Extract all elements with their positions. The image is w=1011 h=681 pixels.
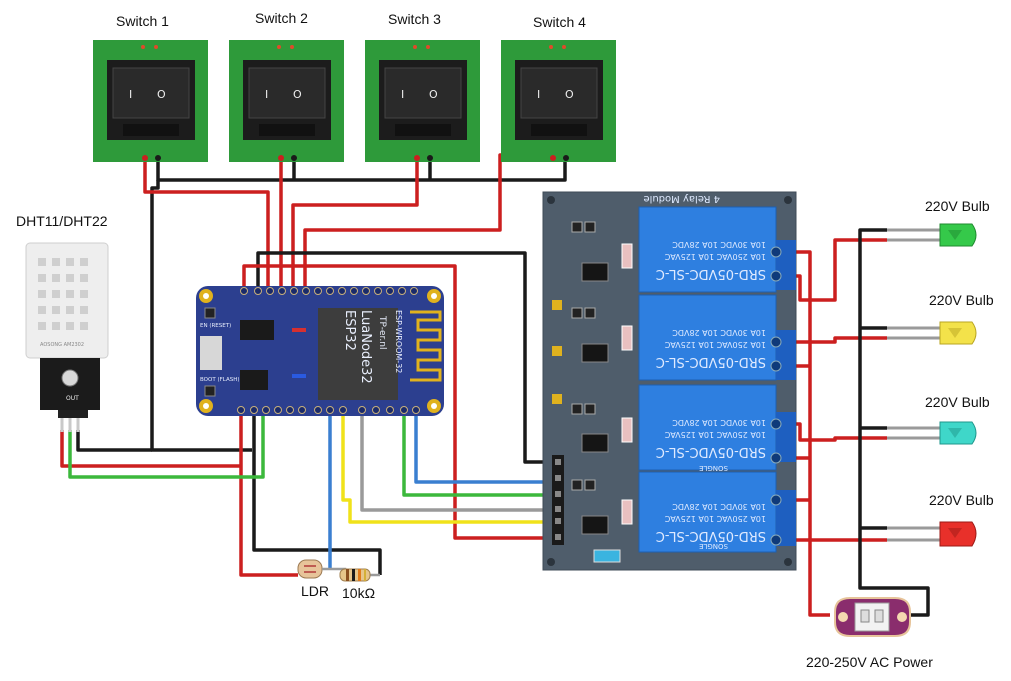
relay-1-rating-2: 10A 30VDC 10A 28VDC bbox=[672, 240, 766, 249]
wire-gnd-black bbox=[252, 410, 382, 575]
bulb-3-label: 220V Bulb bbox=[925, 394, 990, 410]
relay-module-title: 4 Relay Module bbox=[643, 193, 720, 204]
relay-3-brand: SONGLE bbox=[699, 464, 728, 472]
wire-switch1-red bbox=[143, 158, 270, 290]
wire-switch3-red bbox=[291, 158, 419, 290]
wire-switch-black-down bbox=[150, 180, 252, 452]
dht-sensor: AOSONG AM2302 OUT bbox=[25, 242, 109, 432]
switch-2[interactable]: I O bbox=[229, 40, 344, 162]
bulb-2 bbox=[939, 321, 977, 345]
ldr-label: LDR bbox=[301, 583, 329, 599]
switch-3-label: Switch 3 bbox=[388, 11, 441, 27]
wire-yellow bbox=[341, 410, 552, 524]
relay-3-rating-1: 10A 250VAC 10A 125VAC bbox=[664, 430, 766, 439]
wire-green bbox=[402, 410, 552, 497]
svg-text:I: I bbox=[537, 88, 540, 101]
bulb-4-label: 220V Bulb bbox=[929, 492, 994, 508]
ldr bbox=[297, 559, 323, 579]
dht-label: DHT11/DHT22 bbox=[16, 213, 108, 229]
relay-2: SRD-05VDC-SL-C 10A 250VAC 10A 125VAC 10A… bbox=[552, 294, 796, 381]
relay-4-rating-1: 10A 250VAC 10A 125VAC bbox=[664, 514, 766, 523]
wire-dht-green bbox=[68, 410, 265, 479]
bulb-4 bbox=[939, 521, 977, 547]
bulb-1 bbox=[939, 223, 977, 247]
switch-4-label: Switch 4 bbox=[533, 14, 586, 30]
bulb-3 bbox=[939, 421, 977, 445]
dht-brand: AOSONG AM2302 bbox=[40, 342, 84, 348]
relay-4: SRD-05VDC-SL-C 10A 250VAC 10A 125VAC 10A… bbox=[571, 471, 796, 553]
power-connector bbox=[834, 597, 911, 637]
wire-grey bbox=[360, 410, 552, 512]
bulb-2-label: 220V Bulb bbox=[929, 292, 994, 308]
svg-text:O: O bbox=[565, 88, 574, 101]
esp-boot-label: BOOT (FLASH) bbox=[200, 377, 239, 383]
svg-text:I: I bbox=[401, 88, 404, 101]
switch-1[interactable]: I O bbox=[93, 40, 208, 162]
esp-module: ESP-WROOM-32 bbox=[394, 310, 403, 373]
wires bbox=[60, 153, 940, 617]
esp-maker: TP-er.nl bbox=[377, 315, 387, 349]
wire-3v3-red bbox=[239, 410, 298, 577]
switch-3[interactable]: I O bbox=[365, 40, 480, 162]
power-label: 220-250V AC Power bbox=[806, 654, 933, 670]
relay-2-rating-1: 10A 250VAC 10A 125VAC bbox=[664, 340, 766, 349]
relay-1: SRD-05VDC-SL-C 10A 250VAC 10A 125VAC 10A… bbox=[571, 206, 796, 293]
relay-2-model: SRD-05VDC-SL-C bbox=[656, 354, 766, 369]
dht-out-label: OUT bbox=[66, 395, 79, 402]
relay-4-rating-2: 10A 30VDC 10A 28VDC bbox=[672, 502, 766, 511]
svg-text:O: O bbox=[429, 88, 438, 101]
esp-title: LuaNode32 bbox=[358, 310, 373, 384]
wire-esp-red-relay bbox=[242, 264, 552, 540]
svg-text:O: O bbox=[293, 88, 302, 101]
resistor-label: 10kΩ bbox=[342, 585, 375, 601]
wire-switch-black-rail bbox=[156, 158, 567, 182]
svg-text:O: O bbox=[157, 88, 166, 101]
antenna-icon bbox=[410, 310, 442, 382]
relay-2-rating-2: 10A 30VDC 10A 28VDC bbox=[672, 328, 766, 337]
relay-1-rating-1: 10A 250VAC 10A 125VAC bbox=[664, 252, 766, 261]
svg-text:I: I bbox=[265, 88, 268, 101]
esp-en-label: EN (RESET) bbox=[200, 323, 231, 329]
resistor bbox=[339, 568, 371, 582]
switch-4[interactable]: I O bbox=[501, 40, 616, 162]
relay-3: SRD-05VDC-SL-C 10A 250VAC 10A 125VAC 10A… bbox=[552, 384, 796, 472]
relay-1-model: SRD-05VDC-SL-C bbox=[656, 266, 766, 281]
wire-dht-red bbox=[60, 430, 240, 468]
relay-3-model: SRD-05VDC-SL-C bbox=[656, 444, 766, 459]
relay-3-rating-2: 10A 30VDC 10A 28VDC bbox=[672, 418, 766, 427]
switch-2-label: Switch 2 bbox=[255, 10, 308, 26]
esp32-board: EN (RESET) BOOT (FLASH) LuaNode32 ESP32 … bbox=[196, 286, 444, 416]
svg-text:I: I bbox=[129, 88, 132, 101]
esp-subtitle: ESP32 bbox=[342, 310, 357, 351]
wire-neutral-black bbox=[858, 228, 930, 617]
relay-4-model: SRD-05VDC-SL-C bbox=[656, 528, 766, 543]
wire-dht-black bbox=[76, 430, 152, 452]
wire-blue bbox=[414, 410, 552, 484]
switch-1-label: Switch 1 bbox=[116, 13, 169, 29]
bulb-1-label: 220V Bulb bbox=[925, 198, 990, 214]
relay-4-brand: SONGLE bbox=[699, 542, 728, 550]
